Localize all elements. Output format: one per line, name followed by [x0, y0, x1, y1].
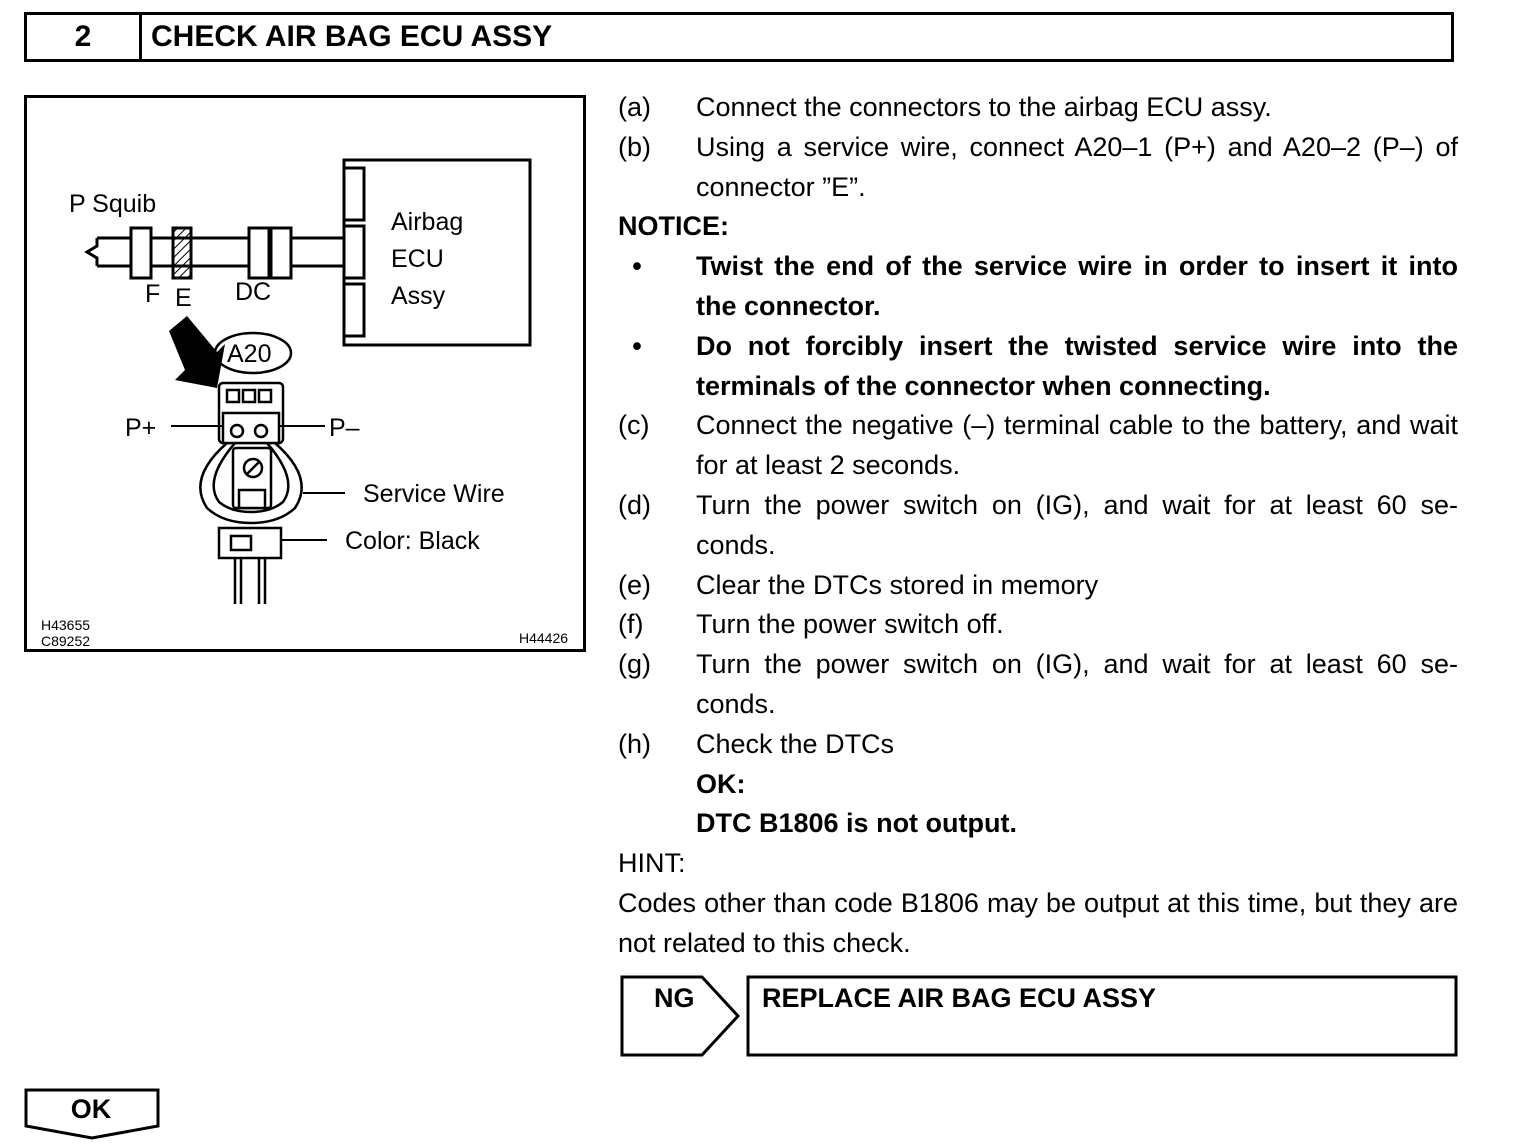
hint-heading: HINT:	[618, 848, 686, 879]
p-plus-label: P+	[125, 414, 156, 442]
step-text: Clear the DTCs stored in memory	[696, 569, 1099, 600]
notice-item: • Do not forcibly insert the twisted ser…	[618, 327, 1458, 407]
step-a: (a) Connect the connectors to the airbag…	[618, 88, 1458, 128]
ok-arrow-icon	[24, 1088, 160, 1140]
step-g: (g) Turn the power switch on (IG), and w…	[618, 645, 1458, 725]
step-label: (b)	[618, 131, 651, 162]
step-label: (h)	[618, 728, 651, 759]
wiring-diagram: Airbag ECU Assy P Squib F E DC A20	[41, 158, 568, 649]
connector-c	[269, 226, 293, 280]
ng-action-box	[746, 975, 1458, 1057]
conn-f-label: F	[145, 280, 160, 308]
notice-heading: NOTICE:	[618, 211, 729, 242]
ok-label: OK	[70, 1094, 112, 1124]
ng-action: REPLACE AIR BAG ECU ASSY	[762, 983, 1157, 1013]
step-title: CHECK AIR BAG ECU ASSY	[151, 20, 553, 53]
notice-text: Do not forcibly insert the twisted servi…	[696, 330, 1458, 401]
notice-text: Twist the end of the service wire in ord…	[696, 251, 1458, 321]
step-number: 2	[27, 15, 142, 59]
bullet-icon: •	[632, 251, 642, 282]
notice-item: • Twist the end of the service wire in o…	[618, 247, 1458, 327]
step-c: (c) Connect the negative (–) terminal ca…	[618, 406, 1458, 486]
step-label: (d)	[618, 489, 651, 520]
conn-e-label: E	[175, 284, 192, 312]
connector-f	[129, 226, 153, 280]
color-black-label: Color: Black	[345, 527, 480, 555]
step-text: Connect the negative (–) terminal cable …	[696, 410, 1458, 481]
ecu-slot-2	[342, 224, 366, 280]
step-text: Connect the connectors to the airbag ECU…	[696, 92, 1272, 122]
step-e: (e) Clear the DTCs stored in memory	[618, 566, 1458, 606]
bullet-icon: •	[632, 330, 642, 361]
wiring-figure: Airbag ECU Assy P Squib F E DC A20	[24, 95, 586, 652]
ecu-slot-1	[342, 166, 366, 222]
step-text: Using a service wire, connect A20–1 (P+)…	[696, 131, 1458, 202]
ng-branch-frame	[620, 975, 1458, 1057]
connector-id-ellipse	[213, 331, 293, 375]
ng-label: NG	[654, 983, 695, 1013]
figure-code-3: H44426	[519, 630, 568, 646]
p-squib-label: P Squib	[69, 190, 156, 218]
step-text: Turn the power switch on (IG), and wait …	[696, 649, 1458, 719]
p-minus-label: P–	[329, 414, 360, 442]
step-d: (d) Turn the power switch on (IG), and w…	[618, 486, 1458, 566]
connector-a20	[199, 381, 303, 604]
conn-dc-label: DC	[235, 278, 271, 306]
ecu-label-2: ECU	[391, 245, 444, 273]
step-text: Check the DTCs	[696, 728, 895, 759]
ecu-label-3: Assy	[391, 282, 446, 310]
figure-code-1: H43655	[41, 617, 90, 633]
step-label: (c)	[618, 410, 650, 441]
ecu-slot-3	[342, 282, 366, 338]
step-h: (h) Check the DTCs	[618, 725, 1458, 765]
step-f: (f) Turn the power switch off.	[618, 605, 1458, 645]
ok-heading: OK:	[696, 768, 746, 799]
step-text: Turn the power switch on (IG), and wait …	[696, 489, 1458, 560]
step-b: (b) Using a service wire, connect A20–1 …	[618, 128, 1458, 208]
service-wire-label: Service Wire	[363, 480, 505, 508]
ng-branch: NG REPLACE AIR BAG ECU ASSY	[620, 975, 1458, 1057]
step-label: (a)	[618, 92, 651, 122]
arrow-icon	[169, 316, 225, 388]
figure-code-2: C89252	[41, 633, 90, 649]
squib-end	[84, 238, 99, 266]
ecu-label-1: Airbag	[391, 208, 463, 236]
connector-d	[247, 226, 271, 280]
step-header: 2 CHECK AIR BAG ECU ASSY	[24, 12, 1454, 62]
ok-result-text: DTC B1806 is not output.	[696, 808, 1018, 839]
step-label: (g)	[618, 649, 651, 680]
hint-text: Codes other than code B1806 may be outpu…	[618, 887, 1458, 958]
procedure-steps: (a) Connect the connectors to the airbag…	[618, 88, 1458, 964]
connector-e	[171, 226, 193, 280]
step-text: Turn the power switch off.	[696, 609, 1004, 640]
step-label: (f)	[618, 609, 644, 640]
step-label: (e)	[618, 569, 651, 600]
connector-id-label: A20	[227, 340, 271, 368]
ng-arrow-icon	[620, 975, 741, 1057]
